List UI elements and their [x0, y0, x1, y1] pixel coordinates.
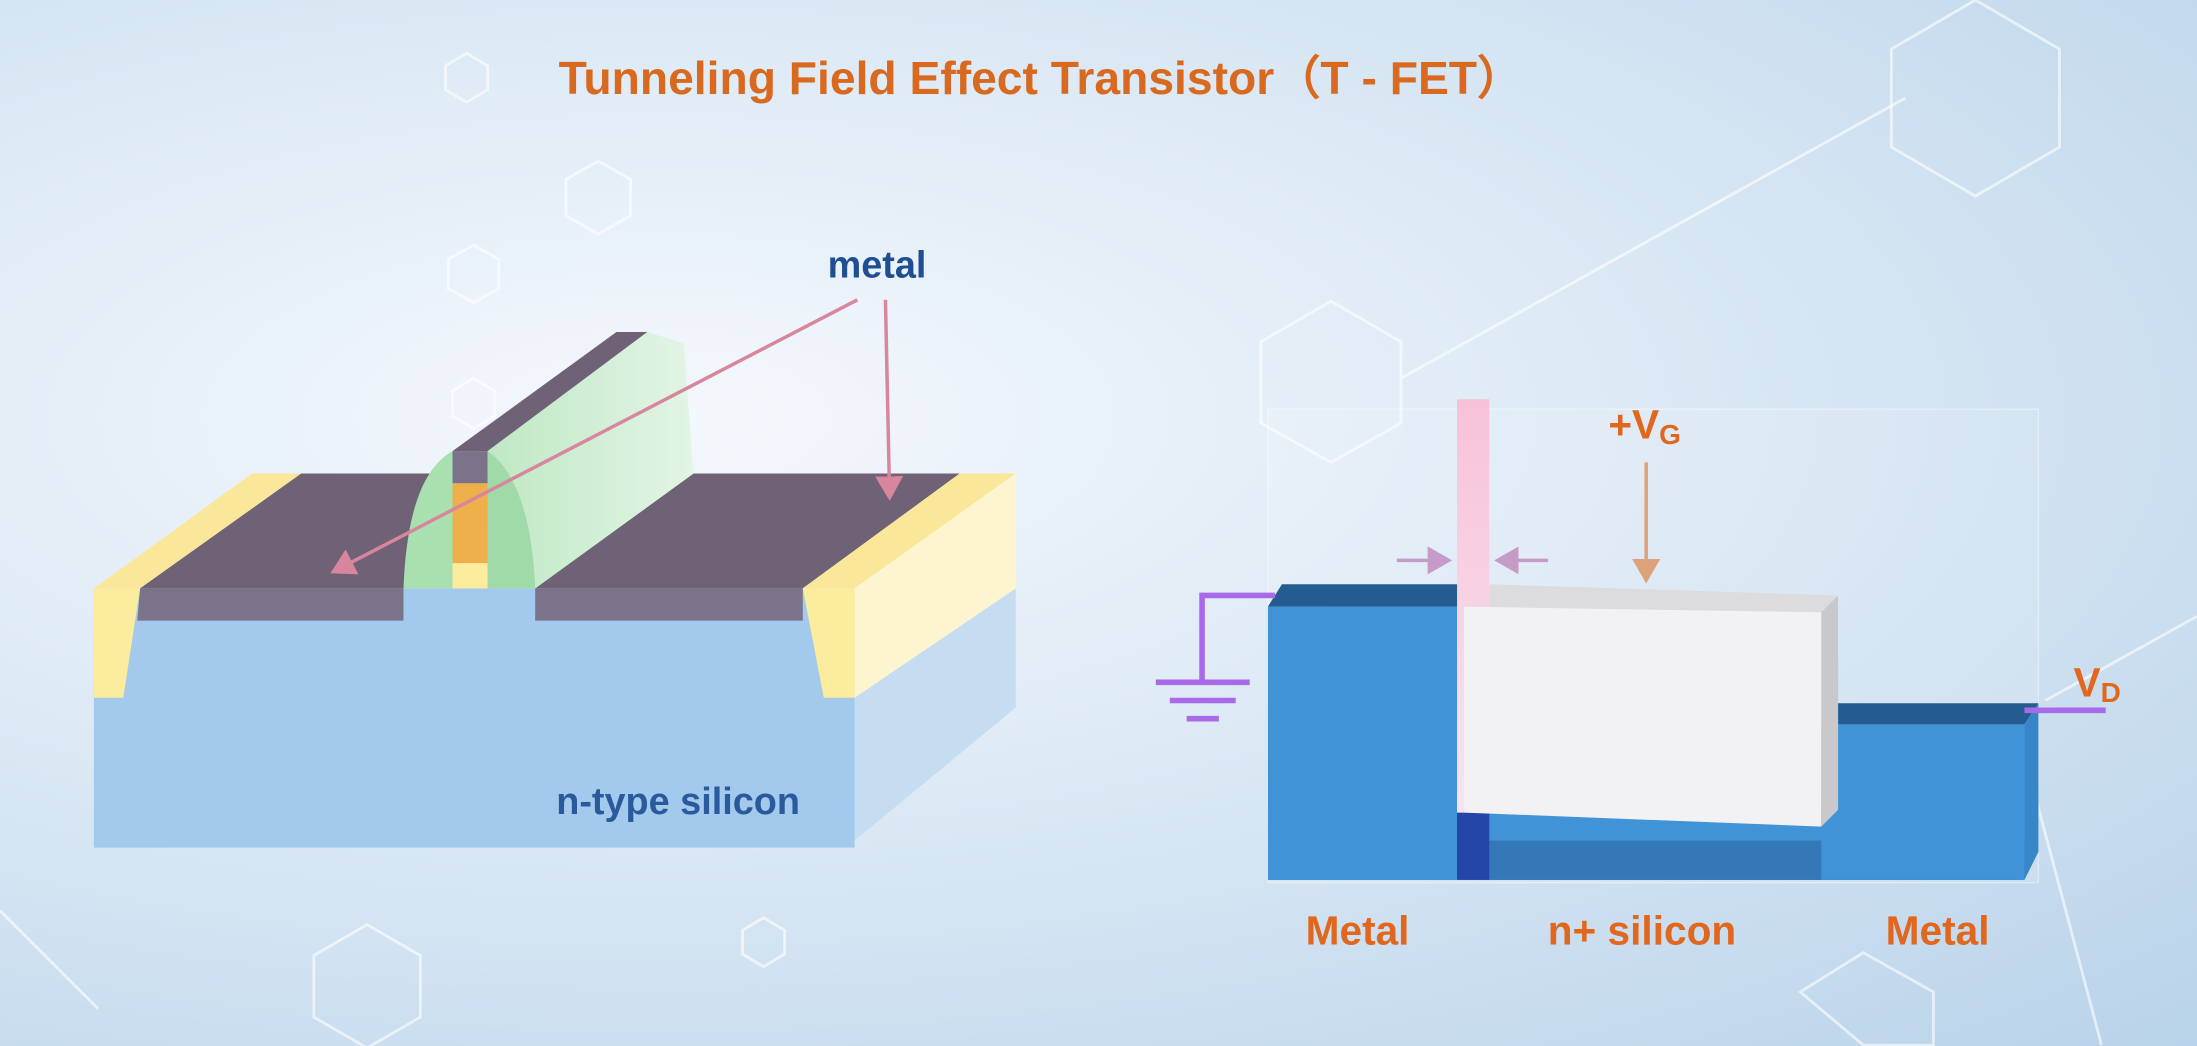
gate-oxide [1457, 399, 1490, 813]
metal-arrow-right [875, 299, 904, 501]
planar-device-illustration [93, 298, 1016, 848]
metal-left-label: Metal [1306, 907, 1410, 953]
gate-top-strip [452, 332, 648, 452]
gate-spacer [487, 332, 694, 589]
n-plus-silicon-block [1464, 606, 1822, 827]
substrate-side-face [854, 588, 1016, 841]
substrate-front-face [93, 588, 855, 848]
metal-arrow-left [330, 298, 859, 575]
drain-voltage-label: VD [2073, 659, 2120, 708]
metal-right-label: Metal [1886, 907, 1990, 953]
metal-block-left [1267, 606, 1465, 880]
metal-pad-right [535, 473, 960, 589]
metal-block-right [1821, 724, 2025, 880]
slide-title: Tunneling Field Effect Transistor（T - FE… [559, 52, 1524, 104]
ground-icon [1155, 592, 1275, 722]
metal-label: metal [828, 244, 927, 286]
n-plus-silicon-label: n+ silicon [1548, 907, 1736, 953]
gate-voltage-label: +VG [1608, 402, 1681, 451]
substrate-label: n-type silicon [556, 781, 800, 823]
tfet-illustration [1155, 399, 2106, 884]
